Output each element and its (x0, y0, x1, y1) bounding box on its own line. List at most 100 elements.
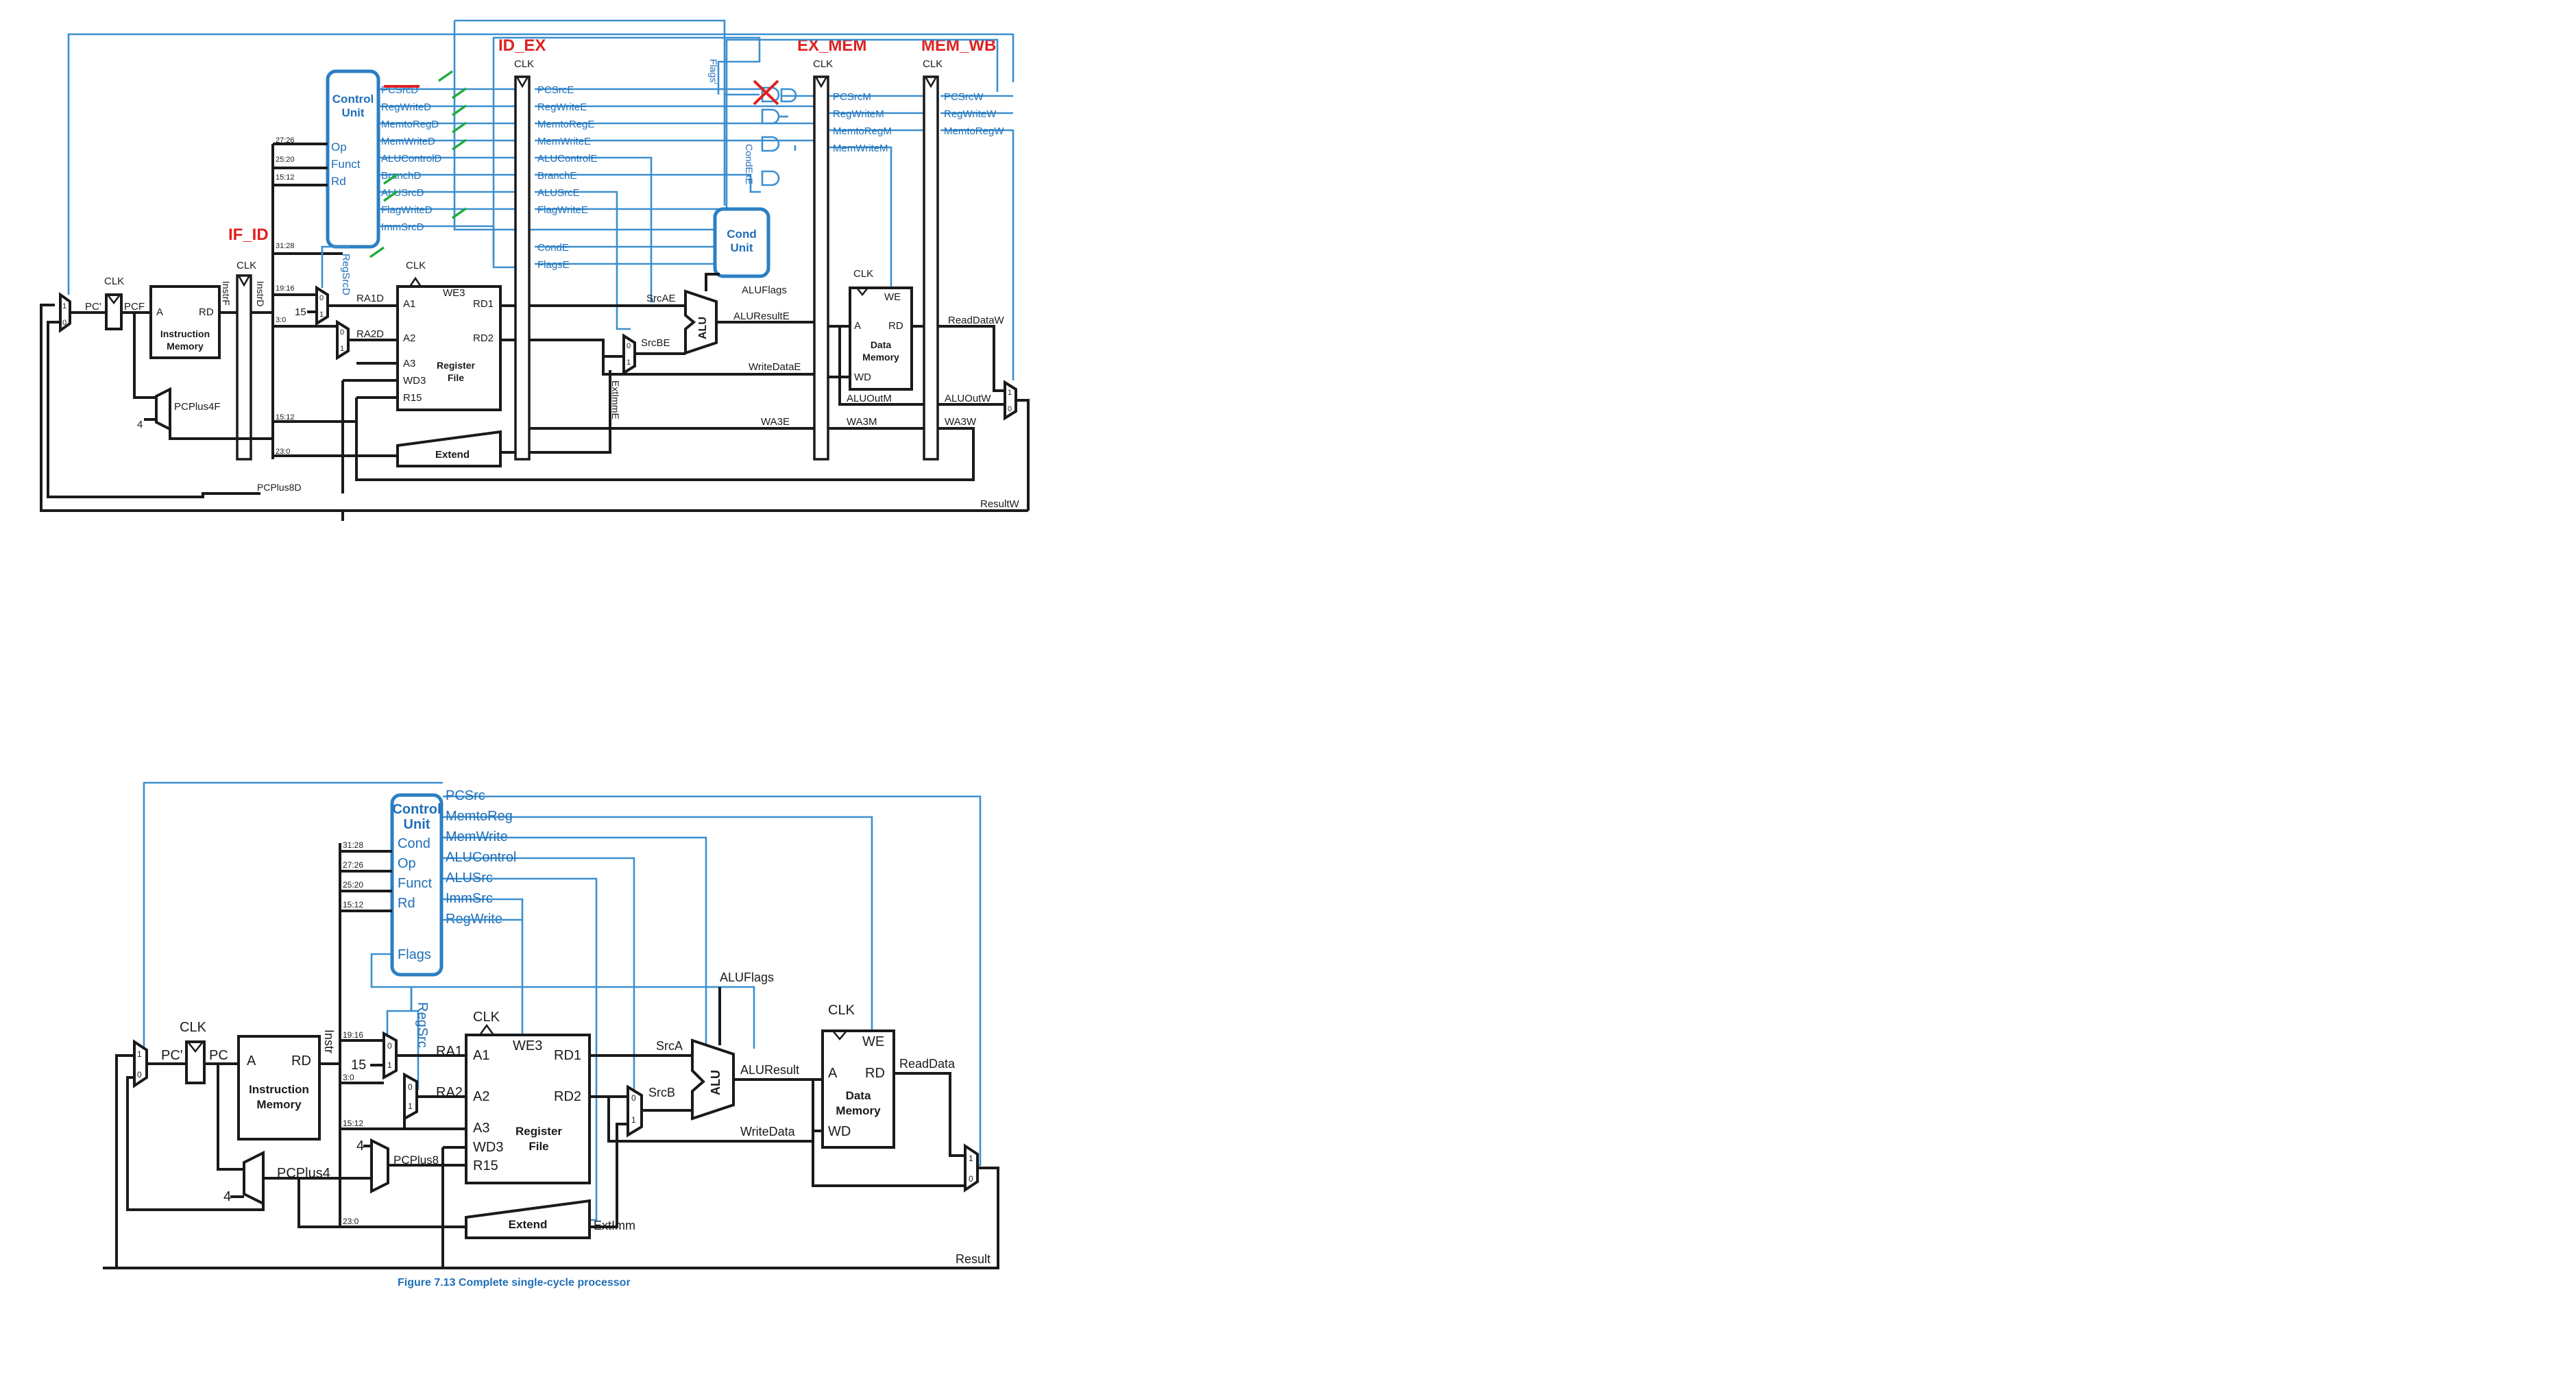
sc-instruction-memory (237, 1035, 321, 1141)
sc-four-label-2: 4 (356, 1138, 364, 1154)
sc-rf-a1: A1 (473, 1048, 489, 1063)
sc-wb-mux-0: 0 (969, 1174, 973, 1184)
memtoregw-label: MemtoRegW (944, 125, 1004, 137)
pc-clk-label: CLK (104, 276, 124, 287)
sc-imem-a: A (247, 1053, 256, 1069)
ex-mem-register (813, 75, 829, 461)
sc-rf-we3: WE3 (513, 1038, 542, 1053)
sc-rf-name-2: File (528, 1140, 548, 1153)
sc-alu-label: ALU (709, 1070, 722, 1095)
pc-prime-label: PC' (85, 301, 101, 313)
single-cycle-control-outputs: PCSrc MemtoReg MemWrite ALUControl ALUSr… (415, 788, 522, 1048)
alu-label: ALU (697, 317, 709, 339)
control-outputs-e: PCSrcE RegWriteE MemtoRegE MemWriteE ALU… (537, 84, 598, 271)
aluflags-label: ALUFlags (742, 284, 787, 296)
sc-fifteen-label: 15 (351, 1058, 366, 1073)
bits-15-12: 15:12 (276, 173, 295, 182)
single-cycle-control-unit: Control Unit Cond Op Funct Rd Flags (390, 793, 443, 977)
sc-bits-15-12-b: 15:12 (343, 1119, 363, 1128)
sc-imem-rd: RD (291, 1053, 311, 1069)
wa3w-label: WA3W (945, 416, 977, 428)
sc-result-label: Result (956, 1252, 991, 1266)
ra1d-label: RA1D (356, 293, 384, 304)
sc-aluflags-label: ALUFlags (720, 971, 774, 984)
bits-25-20: 25:20 (276, 156, 295, 164)
single-cycle-ra-muxes: 0 1 0 1 15 RA1 RA2 (351, 1031, 466, 1121)
figure-caption-text: Figure 7.13 Complete single-cycle proces… (398, 1277, 631, 1289)
pc-mux (59, 292, 71, 333)
alucontrold-label: ALUControlD (381, 153, 442, 164)
if-id-stage-label: IF_ID (228, 225, 269, 244)
rf-rd2: RD2 (473, 332, 494, 344)
wa3e-label: WA3E (761, 416, 790, 428)
imem-name-2: Memory (167, 341, 204, 352)
sc-readdata-label: ReadData (899, 1057, 956, 1071)
sc-rf-clk-label: CLK (473, 1010, 500, 1025)
sc-bits-15-12: 15:12 (343, 900, 363, 910)
sc-bits-23-0: 23:0 (343, 1217, 359, 1226)
memtoregd-label: MemtoRegD (381, 119, 439, 130)
single-cycle-register-file: CLK WE3 A1 A2 A3 WD3 R15 RD1 RD2 Registe… (404, 1010, 591, 1254)
regwrited-label: RegWriteD (381, 101, 431, 113)
rf-a2: A2 (403, 332, 415, 344)
dmem-name-2: Memory (862, 352, 899, 363)
sc-control-flags-label: Flags (398, 947, 431, 962)
rf-name: Register (437, 360, 476, 371)
sc-instr-label: Instr (322, 1029, 336, 1053)
branchd-label: BranchD (381, 170, 422, 182)
fifteen-label: 15 (295, 306, 306, 318)
pcsrce-label: PCSrcE (537, 84, 574, 96)
sc-control-op-label: Op (398, 856, 416, 871)
instrd-label: InstrD (255, 281, 266, 306)
single-cycle-execute: 0 1 ALU SrcA SrcB ALUFlags ALUResult Wri… (590, 971, 965, 1187)
sc-pcplus8-label: PCPlus8 (393, 1154, 439, 1167)
memtoreg-label: MemtoReg (446, 809, 513, 824)
regsrcd-label: RegSrcD (340, 254, 352, 295)
sc-dmem-name-2: Memory (836, 1104, 881, 1117)
pipelined-memory: CLK WE A RD Data Memory WD ALUOutM WA3M (828, 268, 924, 430)
aluresulte-label: ALUResultE (733, 310, 790, 322)
dmem-rd: RD (888, 320, 903, 332)
id-ex-stage-label: ID_EX (498, 36, 546, 55)
sc-ra2-mux-1: 1 (408, 1101, 413, 1111)
pipelined-register-file: CLK WE3 A1 A2 A3 WD3 R15 RD1 RD2 Registe… (341, 260, 515, 493)
rf-r15: R15 (403, 392, 422, 404)
sc-dmem-wd: WD (828, 1124, 851, 1139)
regwritee-label: RegWriteE (537, 101, 587, 113)
bits-31-28: 31:28 (276, 242, 295, 250)
pcplus4-adder (155, 387, 171, 432)
alusrce-label: ALUSrcE (537, 187, 580, 199)
sc-bits-27-26: 27:26 (343, 860, 363, 870)
sc-dmem-we: WE (862, 1034, 884, 1049)
sc-ra1-mux-1: 1 (387, 1060, 392, 1070)
pipelined-extend: Extend (396, 430, 515, 467)
removed-gate-cross-icon (753, 80, 779, 106)
bits-23-0: 23:0 (276, 448, 290, 456)
instrf-label: InstrF (221, 281, 232, 306)
regwritem-label: RegWriteM (833, 108, 884, 120)
alusrc-label: ALUSrc (446, 870, 493, 886)
extend-label: Extend (435, 449, 470, 461)
dmem-name: Data (871, 339, 892, 350)
cond-unit-title: Cond (727, 228, 756, 241)
alucontrole-label: ALUControlE (537, 153, 598, 164)
imem-name: Instruction (160, 328, 210, 339)
pipelined-ra-muxes: 0 1 0 1 15 RA1D RA2D (295, 245, 398, 361)
pc-mux-0: 0 (62, 319, 66, 327)
wb-mux-1: 1 (1008, 389, 1012, 397)
single-cycle-extend: Extend ExtImm (465, 1123, 635, 1239)
sc-imem-name: Instruction (249, 1083, 309, 1096)
pipelined-control-unit: Control Unit Op Funct Rd (326, 69, 380, 249)
bits-27-26: 27:26 (276, 136, 295, 145)
immsrc-label: ImmSrc (446, 891, 493, 906)
extimme-label: ExtImmE (610, 380, 621, 419)
memtoregm-label: MemtoRegM (833, 125, 892, 137)
sc-writedata-label: WriteData (740, 1125, 796, 1138)
sc-srcb-mux-1: 1 (631, 1115, 636, 1125)
sc-extend-label: Extend (509, 1218, 548, 1231)
id-ex-register (514, 75, 531, 461)
alucontrol-label: ALUControl (446, 850, 516, 865)
sc-pc-prime-label: PC' (161, 1048, 183, 1063)
sc-srcb-mux-0: 0 (631, 1093, 636, 1103)
